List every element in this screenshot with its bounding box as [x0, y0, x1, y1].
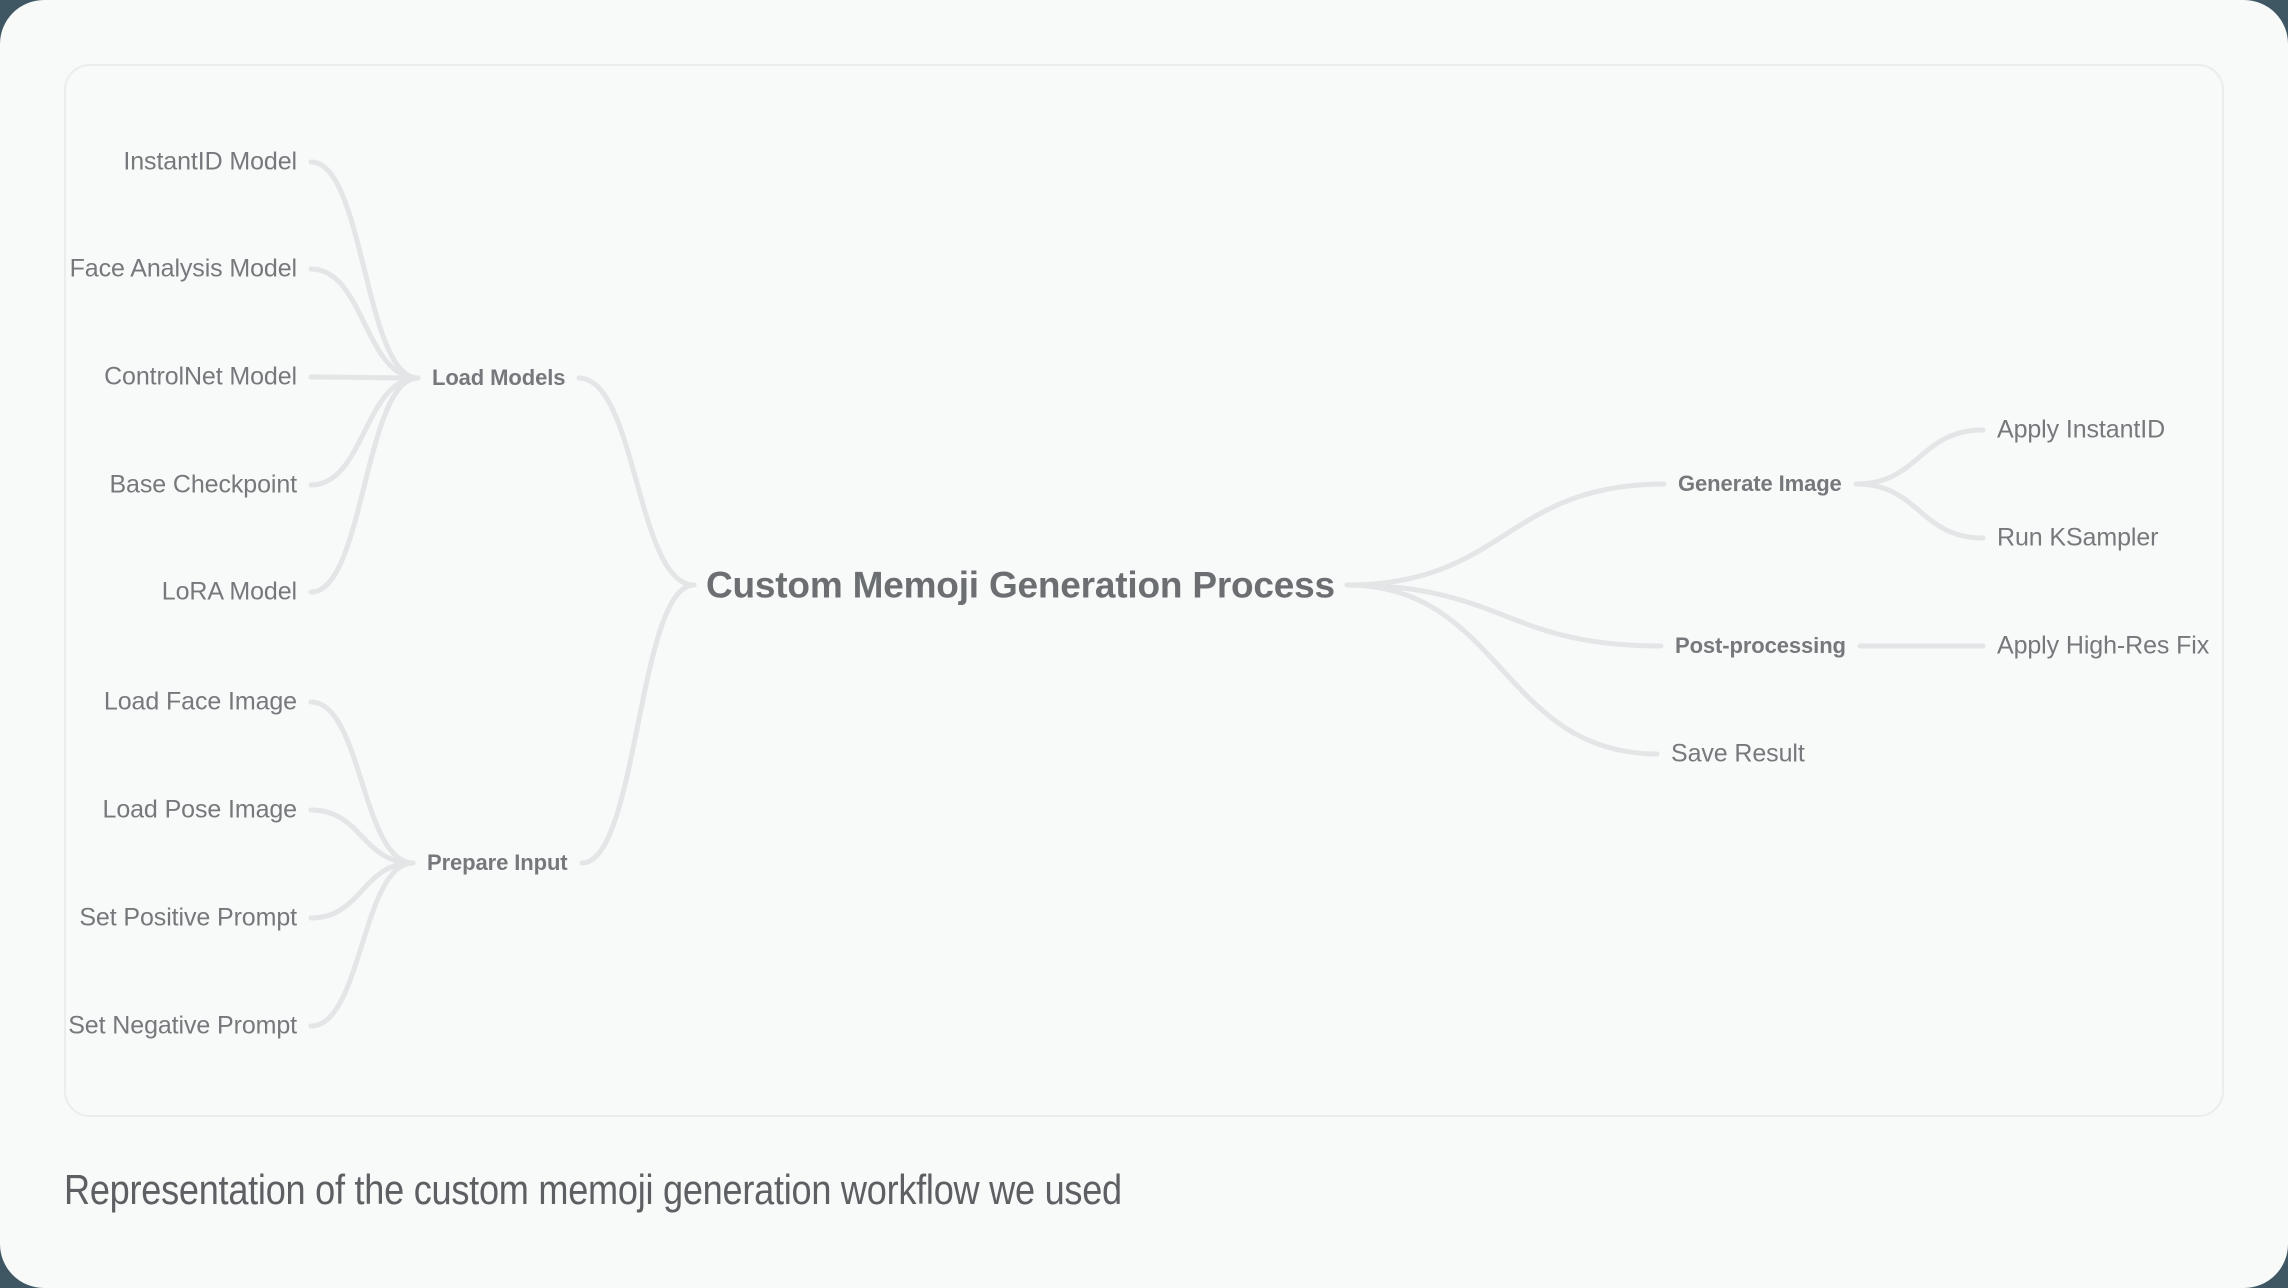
mindmap-leaf-controlnet-model[interactable]: ControlNet Model — [104, 362, 297, 391]
mindmap-leaf-apply-high-res-fix[interactable]: Apply High-Res Fix — [1997, 631, 2210, 660]
mindmap-leaf-face-analysis-model[interactable]: Face Analysis Model — [69, 254, 297, 283]
figure-caption: Representation of the custom memoji gene… — [64, 1166, 1122, 1213]
mindmap-leaf-base-checkpoint[interactable]: Base Checkpoint — [109, 470, 297, 499]
mindmap-leaf-set-positive-prompt[interactable]: Set Positive Prompt — [79, 903, 297, 932]
mindmap-branch-generate-image[interactable]: Generate Image — [1678, 471, 1842, 496]
mindmap-branch-post-processing[interactable]: Post-processing — [1675, 633, 1846, 658]
mindmap-panel — [64, 64, 2224, 1117]
mindmap-leaf-set-negative-prompt[interactable]: Set Negative Prompt — [68, 1011, 297, 1040]
mindmap-leaf-load-pose-image[interactable]: Load Pose Image — [102, 795, 298, 824]
mindmap-branch-prepare-input[interactable]: Prepare Input — [427, 850, 568, 875]
mindmap-root-node[interactable]: Custom Memoji Generation Process — [706, 564, 1335, 606]
mindmap-leaf-load-face-image[interactable]: Load Face Image — [103, 687, 297, 716]
mindmap-leaf-run-ksampler[interactable]: Run KSampler — [1997, 523, 2159, 552]
mindmap-leaf-instantid-model[interactable]: InstantID Model — [123, 147, 297, 176]
mindmap-branch-load-models[interactable]: Load Models — [432, 365, 566, 390]
mindmap-leaf-lora-model[interactable]: LoRA Model — [161, 577, 297, 606]
mindmap-leaf-save-result[interactable]: Save Result — [1671, 739, 1805, 768]
mindmap-leaf-apply-instantid[interactable]: Apply InstantID — [1997, 415, 2166, 444]
